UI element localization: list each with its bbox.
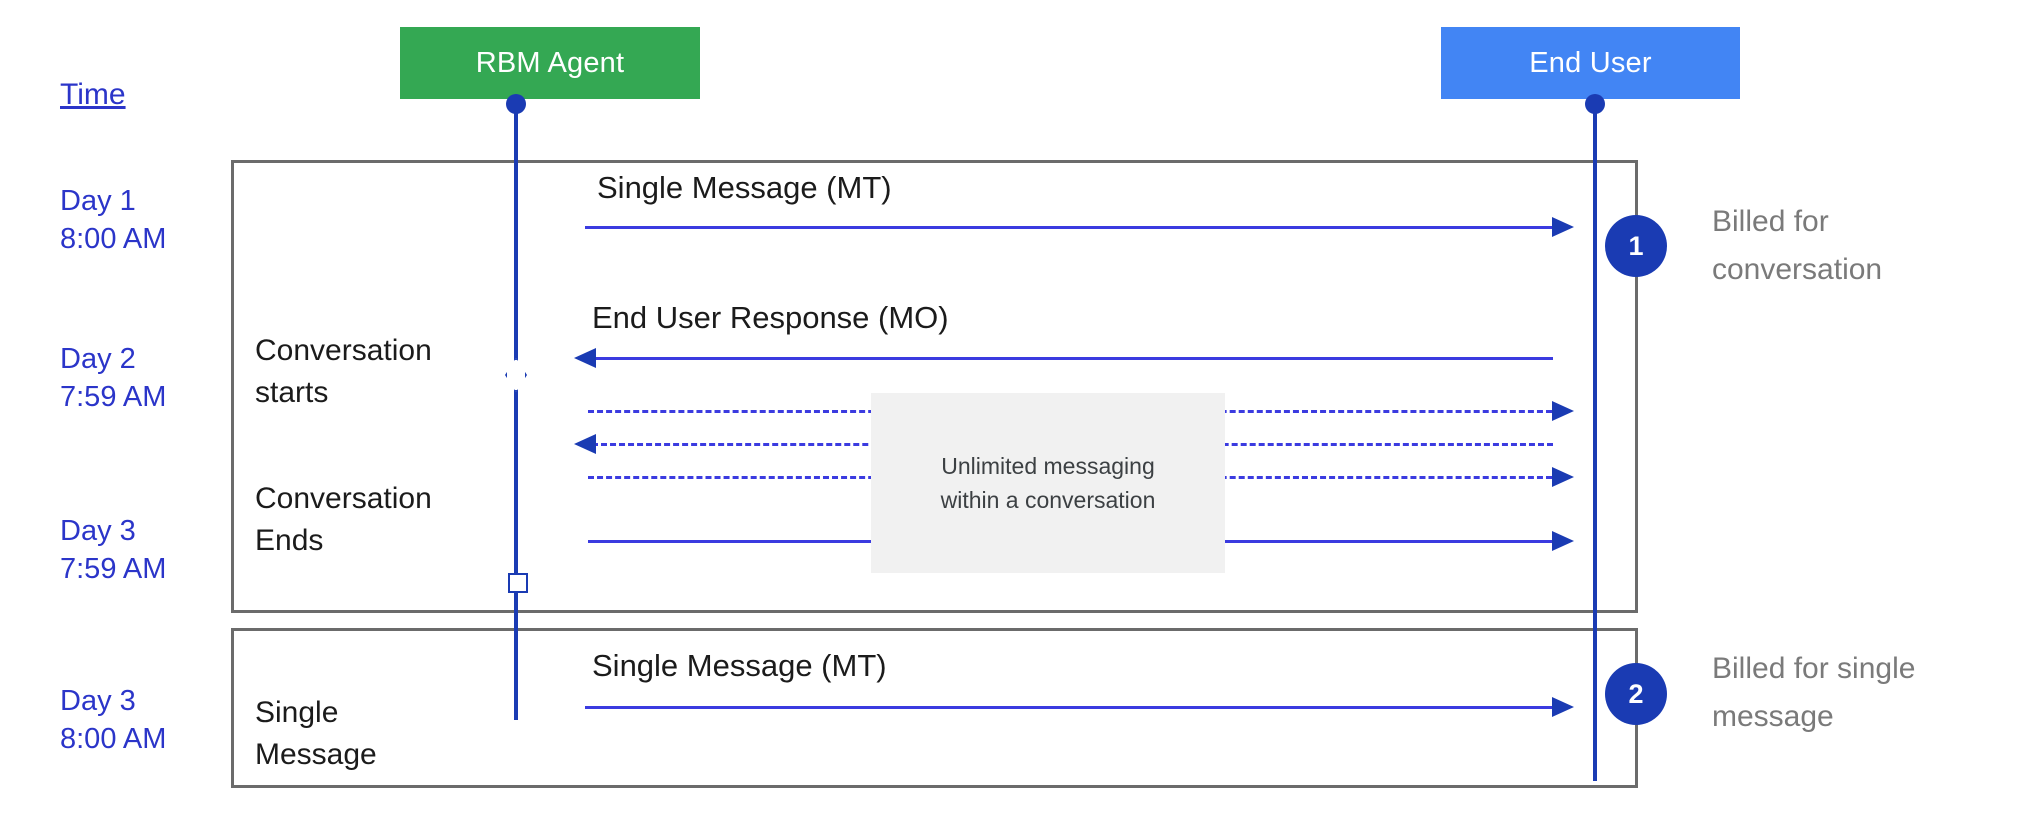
time-label-day1-800am: Day 1 8:00 AM	[60, 185, 167, 255]
stage-label-single-message: Single Message	[255, 696, 377, 771]
message-label-single-message-mt-bottom: Single Message (MT)	[592, 648, 887, 683]
message-label-end-user-response-mo: End User Response (MO)	[592, 300, 949, 335]
lifeline-dot-end-user-icon	[1585, 94, 1605, 114]
message-arrowhead-left-4-icon	[574, 434, 596, 454]
billing-note-conversation: Billed for conversation	[1712, 205, 1883, 286]
message-arrow-line-2	[588, 357, 1553, 360]
callout-unlimited-messaging-text: Unlimited messaging within a conversatio…	[940, 453, 1156, 513]
billing-badge-1-number: 1	[1628, 230, 1644, 261]
time-label-day2-759am: Day 2 7:59 AM	[60, 343, 167, 413]
lifeline-dot-rbm-agent-icon	[506, 94, 526, 114]
message-arrowhead-right-7-icon	[1552, 697, 1574, 717]
billing-badge-2: 2	[1605, 663, 1667, 725]
billing-badge-1: 1	[1605, 215, 1667, 277]
message-arrowhead-right-3-icon	[1552, 401, 1574, 421]
message-arrowhead-right-1-icon	[1552, 217, 1574, 237]
time-axis-heading: Time	[60, 78, 126, 111]
actor-label-end-user: End User	[1529, 46, 1652, 79]
conversation-start-diamond-icon	[505, 358, 527, 392]
stage-label-conversation-starts: Conversation starts	[255, 334, 432, 409]
time-label-day3-800am: Day 3 8:00 AM	[60, 685, 167, 755]
stage-label-conversation-ends: Conversation Ends	[255, 482, 432, 557]
conversation-end-square-icon	[508, 573, 528, 593]
billing-note-single-message: Billed for single message	[1712, 652, 1916, 733]
callout-unlimited-messaging: Unlimited messaging within a conversatio…	[871, 393, 1225, 573]
message-label-single-message-mt-top: Single Message (MT)	[597, 170, 892, 205]
message-arrow-line-1	[585, 226, 1552, 229]
actor-box-end-user: End User	[1441, 27, 1740, 99]
time-label-day3-759am: Day 3 7:59 AM	[60, 515, 167, 585]
message-arrowhead-right-5-icon	[1552, 467, 1574, 487]
billing-badge-2-number: 2	[1628, 678, 1644, 709]
group-frame-conversation	[231, 160, 1638, 613]
actor-label-rbm-agent: RBM Agent	[475, 46, 625, 79]
message-arrowhead-right-6-icon	[1552, 531, 1574, 551]
actor-box-rbm-agent: RBM Agent	[400, 27, 700, 99]
message-arrow-line-7	[585, 706, 1552, 709]
lifeline-rbm-agent	[514, 99, 518, 720]
lifeline-end-user	[1593, 99, 1597, 781]
message-arrowhead-left-2-icon	[574, 348, 596, 368]
